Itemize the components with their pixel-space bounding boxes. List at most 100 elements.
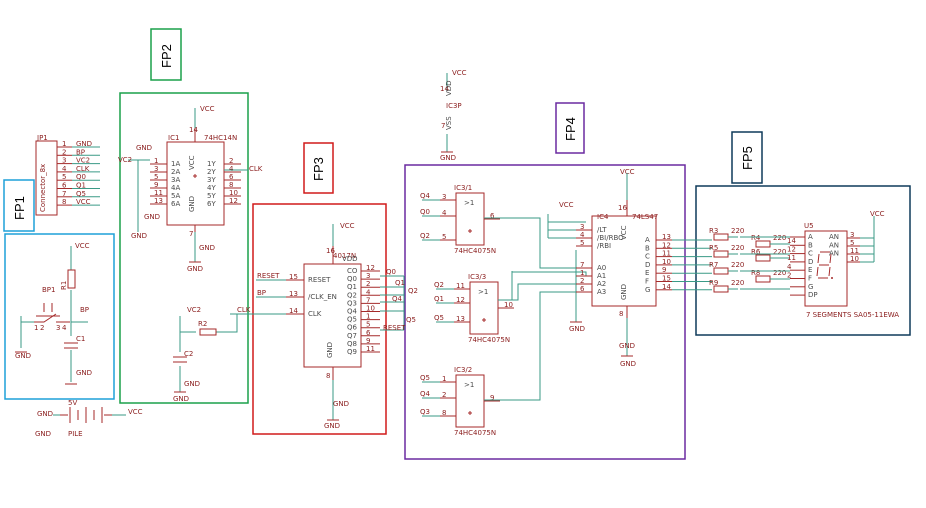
ic1-in-pin-1: 1 [154, 157, 158, 165]
ic2-out-label-8: Q6 [347, 324, 358, 332]
battery-volt: 5V [68, 399, 77, 407]
connector-net-5: Q0 [76, 173, 86, 181]
or-gate-3-pin-2: 2 [442, 391, 446, 399]
ic2-in-pin-3: 14 [289, 307, 298, 315]
decoder-in-pin-1: 3 [580, 223, 584, 231]
resistor-2-name: R4 [751, 234, 761, 242]
or-gate-3-pin-1: 1 [442, 375, 446, 383]
ic2-out-label-4: Q2 [347, 291, 357, 299]
display-seg-5: E [808, 266, 812, 274]
seven-seg-glyph [816, 251, 833, 279]
ic1-gnd-4: GND [199, 244, 215, 252]
decoder-in-label-5: A1 [597, 272, 606, 280]
decoder-in-label-4: A0 [597, 264, 606, 272]
resistor-2-value: 220 [773, 234, 786, 242]
frame-fp4-label: FP4 [563, 117, 578, 141]
display-an-pin-2: 5 [850, 239, 854, 247]
resistor-7-value: 220 [731, 279, 744, 287]
reset-vcc-label: VCC [75, 242, 90, 250]
ic1-in-pin-6: 13 [154, 197, 163, 205]
battery-gnd-a: GND [37, 410, 53, 418]
ic1-out-pin-6: 12 [229, 197, 238, 205]
ic3p-gnd: GND [440, 154, 456, 162]
reset-c1-label: C1 [76, 335, 85, 343]
ic3p-vcc: VCC [452, 69, 467, 77]
resistor-4-name: R6 [751, 248, 761, 256]
frame-fp3: FP3 [252, 142, 387, 435]
ic2-out-pin-3: 2 [366, 280, 370, 288]
ic2-net-reset: RESET [257, 272, 280, 280]
or-gate-3-pin-3: 8 [442, 409, 446, 417]
ic2-out-pin-8: 5 [366, 321, 370, 329]
resistor-r3: R3 220 [709, 227, 744, 241]
decoder-in-label-2: /BI/RBO [597, 234, 624, 242]
decoder-in-pin-3: 5 [580, 239, 584, 247]
ic1-vcc-lbl: VCC [188, 155, 196, 170]
rc-r2: R2 [198, 320, 207, 328]
display-seg-4: D [808, 258, 813, 266]
ic1-vc2-net: VC2 [118, 156, 132, 164]
or-gate-3-input-1: Q5 [420, 374, 430, 382]
display-seg-7: G [808, 283, 813, 291]
display-rpin-4: 4 [787, 263, 792, 271]
connector-value: Connector_8x [39, 164, 47, 212]
decoder-in-label-6: A2 [597, 280, 606, 288]
ic1-in-label-4: 4A [171, 184, 180, 192]
display-rpin-1: 14 [787, 237, 796, 245]
ic2-out-label-9: Q7 [347, 332, 357, 340]
frame-fp2: FP2 [119, 28, 249, 404]
decoder-vcc-net: VCC [620, 168, 635, 176]
frame-fp1: FP1 [3, 179, 115, 400]
ic2-out-label-7: Q5 [347, 316, 357, 324]
connector-name: JP1 [36, 134, 48, 142]
dec-vcc-left: VCC [559, 201, 574, 209]
ic1-gnd-label: GND [187, 265, 203, 273]
resistor-3-value: 220 [731, 244, 744, 252]
display-seg-2: B [808, 241, 813, 249]
resistor-1-value: 220 [731, 227, 744, 235]
decoder-out-label-7: G [645, 286, 650, 294]
or-gate-3-out-pin: 9 [490, 394, 494, 402]
display-name: U5 [804, 222, 814, 230]
resistor-1-name: R3 [709, 227, 718, 235]
ic3p-pin7: 7 [441, 122, 445, 130]
decoder-in-pin-6: 2 [580, 277, 584, 285]
ic2-net-q4: Q4 [392, 295, 403, 303]
connector-pin-7: 7 [62, 190, 66, 198]
decoder-out-pin-7: 14 [662, 283, 671, 291]
or-gate-2-input-1: Q2 [434, 281, 444, 289]
resistor-6-name: R8 [751, 269, 760, 277]
ic2-vcc-net: VCC [340, 222, 355, 230]
decoder-out-pin-3: 11 [662, 250, 671, 258]
rc-gnd-b: GND [173, 395, 189, 403]
ic3p-vss: VSS [445, 116, 453, 130]
display-an-pin-4: 10 [850, 255, 859, 263]
decoder-gnd-lbl: GND [620, 284, 628, 300]
ic1-in-pin-4: 9 [154, 181, 158, 189]
ic2-out-pin-2: 3 [366, 272, 370, 280]
resistor-r4: R4 220 [751, 234, 786, 248]
connector-pin-3: 3 [62, 157, 66, 165]
connector-net-4: CLK [76, 165, 90, 173]
ic1-in-label-1: 1A [171, 160, 180, 168]
or-gate-1-name: IC3/1 [454, 184, 472, 192]
ic1-gnd-pin: 7 [189, 230, 193, 238]
battery: GND GND 5V PILE VCC [35, 399, 143, 438]
ic1-in-label-6: 6A [171, 200, 180, 208]
or-gate-1-symbol: >1 [464, 199, 474, 207]
or-gate-1-pin-3: 5 [442, 233, 446, 241]
ic1-vcc-pin: 14 [189, 126, 198, 134]
ic1-in-label-3: 3A [171, 176, 180, 184]
ic2-part: 4017N [333, 252, 356, 260]
ic2-in-pin-2: 13 [289, 290, 298, 298]
rc-clk: CLK [237, 306, 251, 314]
resistor-3-name: R5 [709, 244, 718, 252]
connector-net-8: VCC [76, 198, 91, 206]
resistor-7-name: R9 [709, 279, 718, 287]
decoder-out-pin-1: 13 [662, 233, 671, 241]
ic1-out-pin-5: 10 [229, 189, 238, 197]
